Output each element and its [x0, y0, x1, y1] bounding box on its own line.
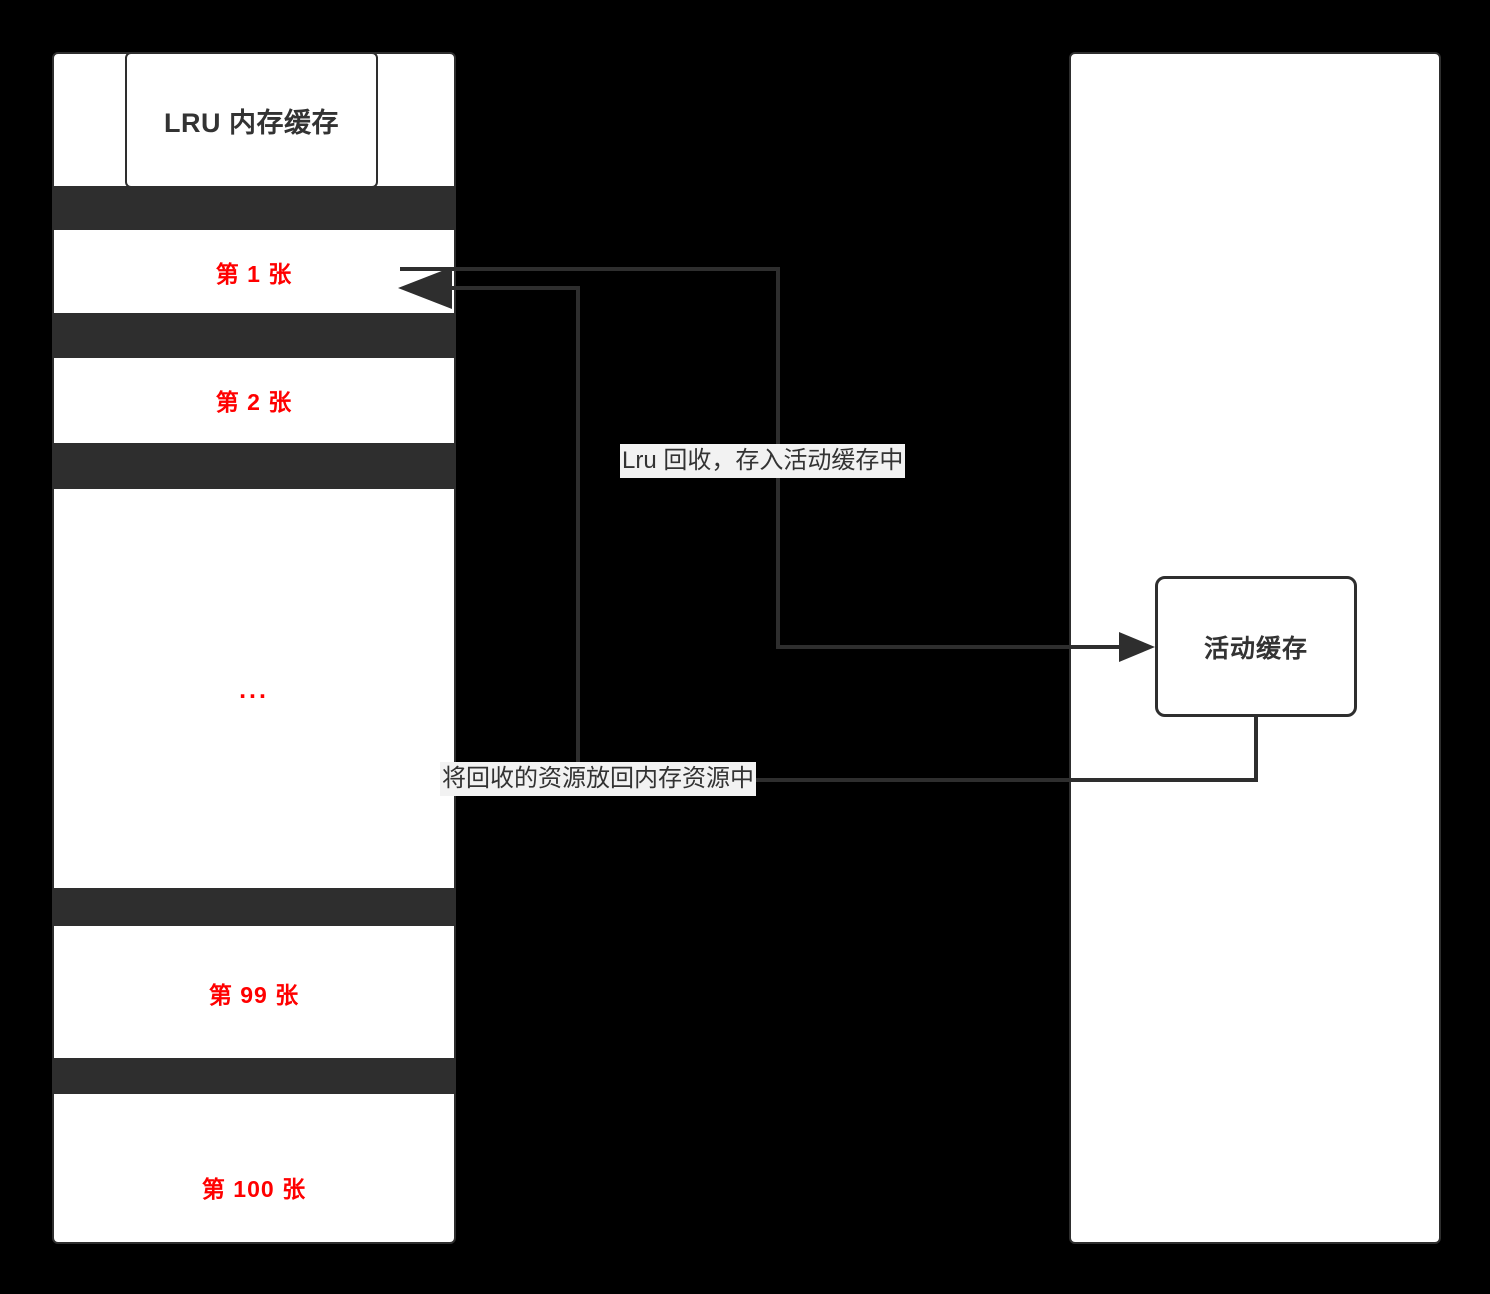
edge-label-lru-evict: Lru 回收，存入活动缓存中 [620, 444, 906, 478]
active-cache-box: 活动缓存 [1155, 576, 1357, 717]
cache-row-1-label: 第 1 张 [215, 261, 293, 287]
row-separator-5 [52, 1058, 456, 1094]
cache-row-99-label: 第 99 张 [208, 982, 300, 1008]
row-separator-1 [52, 186, 456, 230]
edge-label-return-resource: 将回收的资源放回内存资源中 [440, 762, 756, 796]
active-cache-label: 活动缓存 [1203, 634, 1308, 663]
lru-memory-cache-panel [52, 52, 456, 1244]
row-separator-3 [52, 443, 456, 489]
cache-row-2-label: 第 2 张 [215, 389, 293, 415]
lru-title-label: LRU 内存缓存 [164, 107, 339, 138]
row-separator-4 [52, 888, 456, 926]
row-separator-2 [52, 313, 456, 358]
lru-title-box: LRU 内存缓存 [125, 52, 378, 188]
cache-row-100-label: 第 100 张 [201, 1176, 307, 1202]
cache-row-ellipsis-label: ... [239, 676, 269, 704]
